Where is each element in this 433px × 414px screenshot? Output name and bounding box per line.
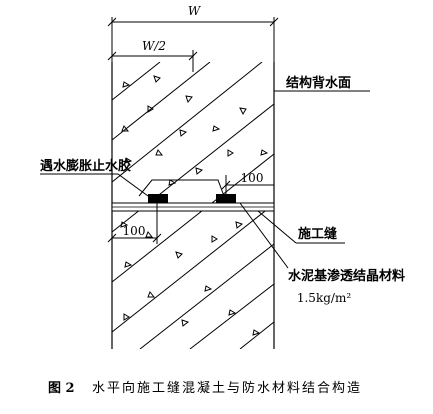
concrete-hatch (112, 62, 274, 349)
concrete-wall (111, 62, 275, 349)
construction-joint-label: 施工缝 (298, 226, 337, 242)
half-width-label: W/2 (142, 39, 166, 53)
figure-number: 图 2 (48, 381, 75, 396)
waterstop-contour (138, 179, 225, 197)
total-width-label: W (188, 4, 202, 18)
construction-joint-band (111, 202, 275, 212)
material-leader (239, 202, 289, 269)
aggregate-marks (120, 75, 269, 336)
offset-dimension-right (221, 175, 274, 196)
joint-leader (257, 210, 345, 244)
width-dimension (107, 17, 279, 72)
right-offset-label: 100 (241, 171, 264, 185)
waterstop-leader (40, 173, 149, 197)
material-dosage: 1.5kg/m² (297, 291, 351, 305)
material-label: 水泥基渗透结晶材料 (288, 268, 405, 284)
waterstop-strip-left (148, 194, 168, 203)
back-water-face-label: 结构背水面 (286, 75, 351, 91)
offset-dimension-left (107, 203, 162, 244)
figure-caption: 水平向施工缝混凝土与防水材料结合构造 (92, 380, 362, 396)
left-offset-label: 100 (123, 224, 146, 238)
waterstop-strip-right (216, 194, 236, 203)
waterstop-label: 遇水膨胀止水胶 (40, 158, 131, 174)
